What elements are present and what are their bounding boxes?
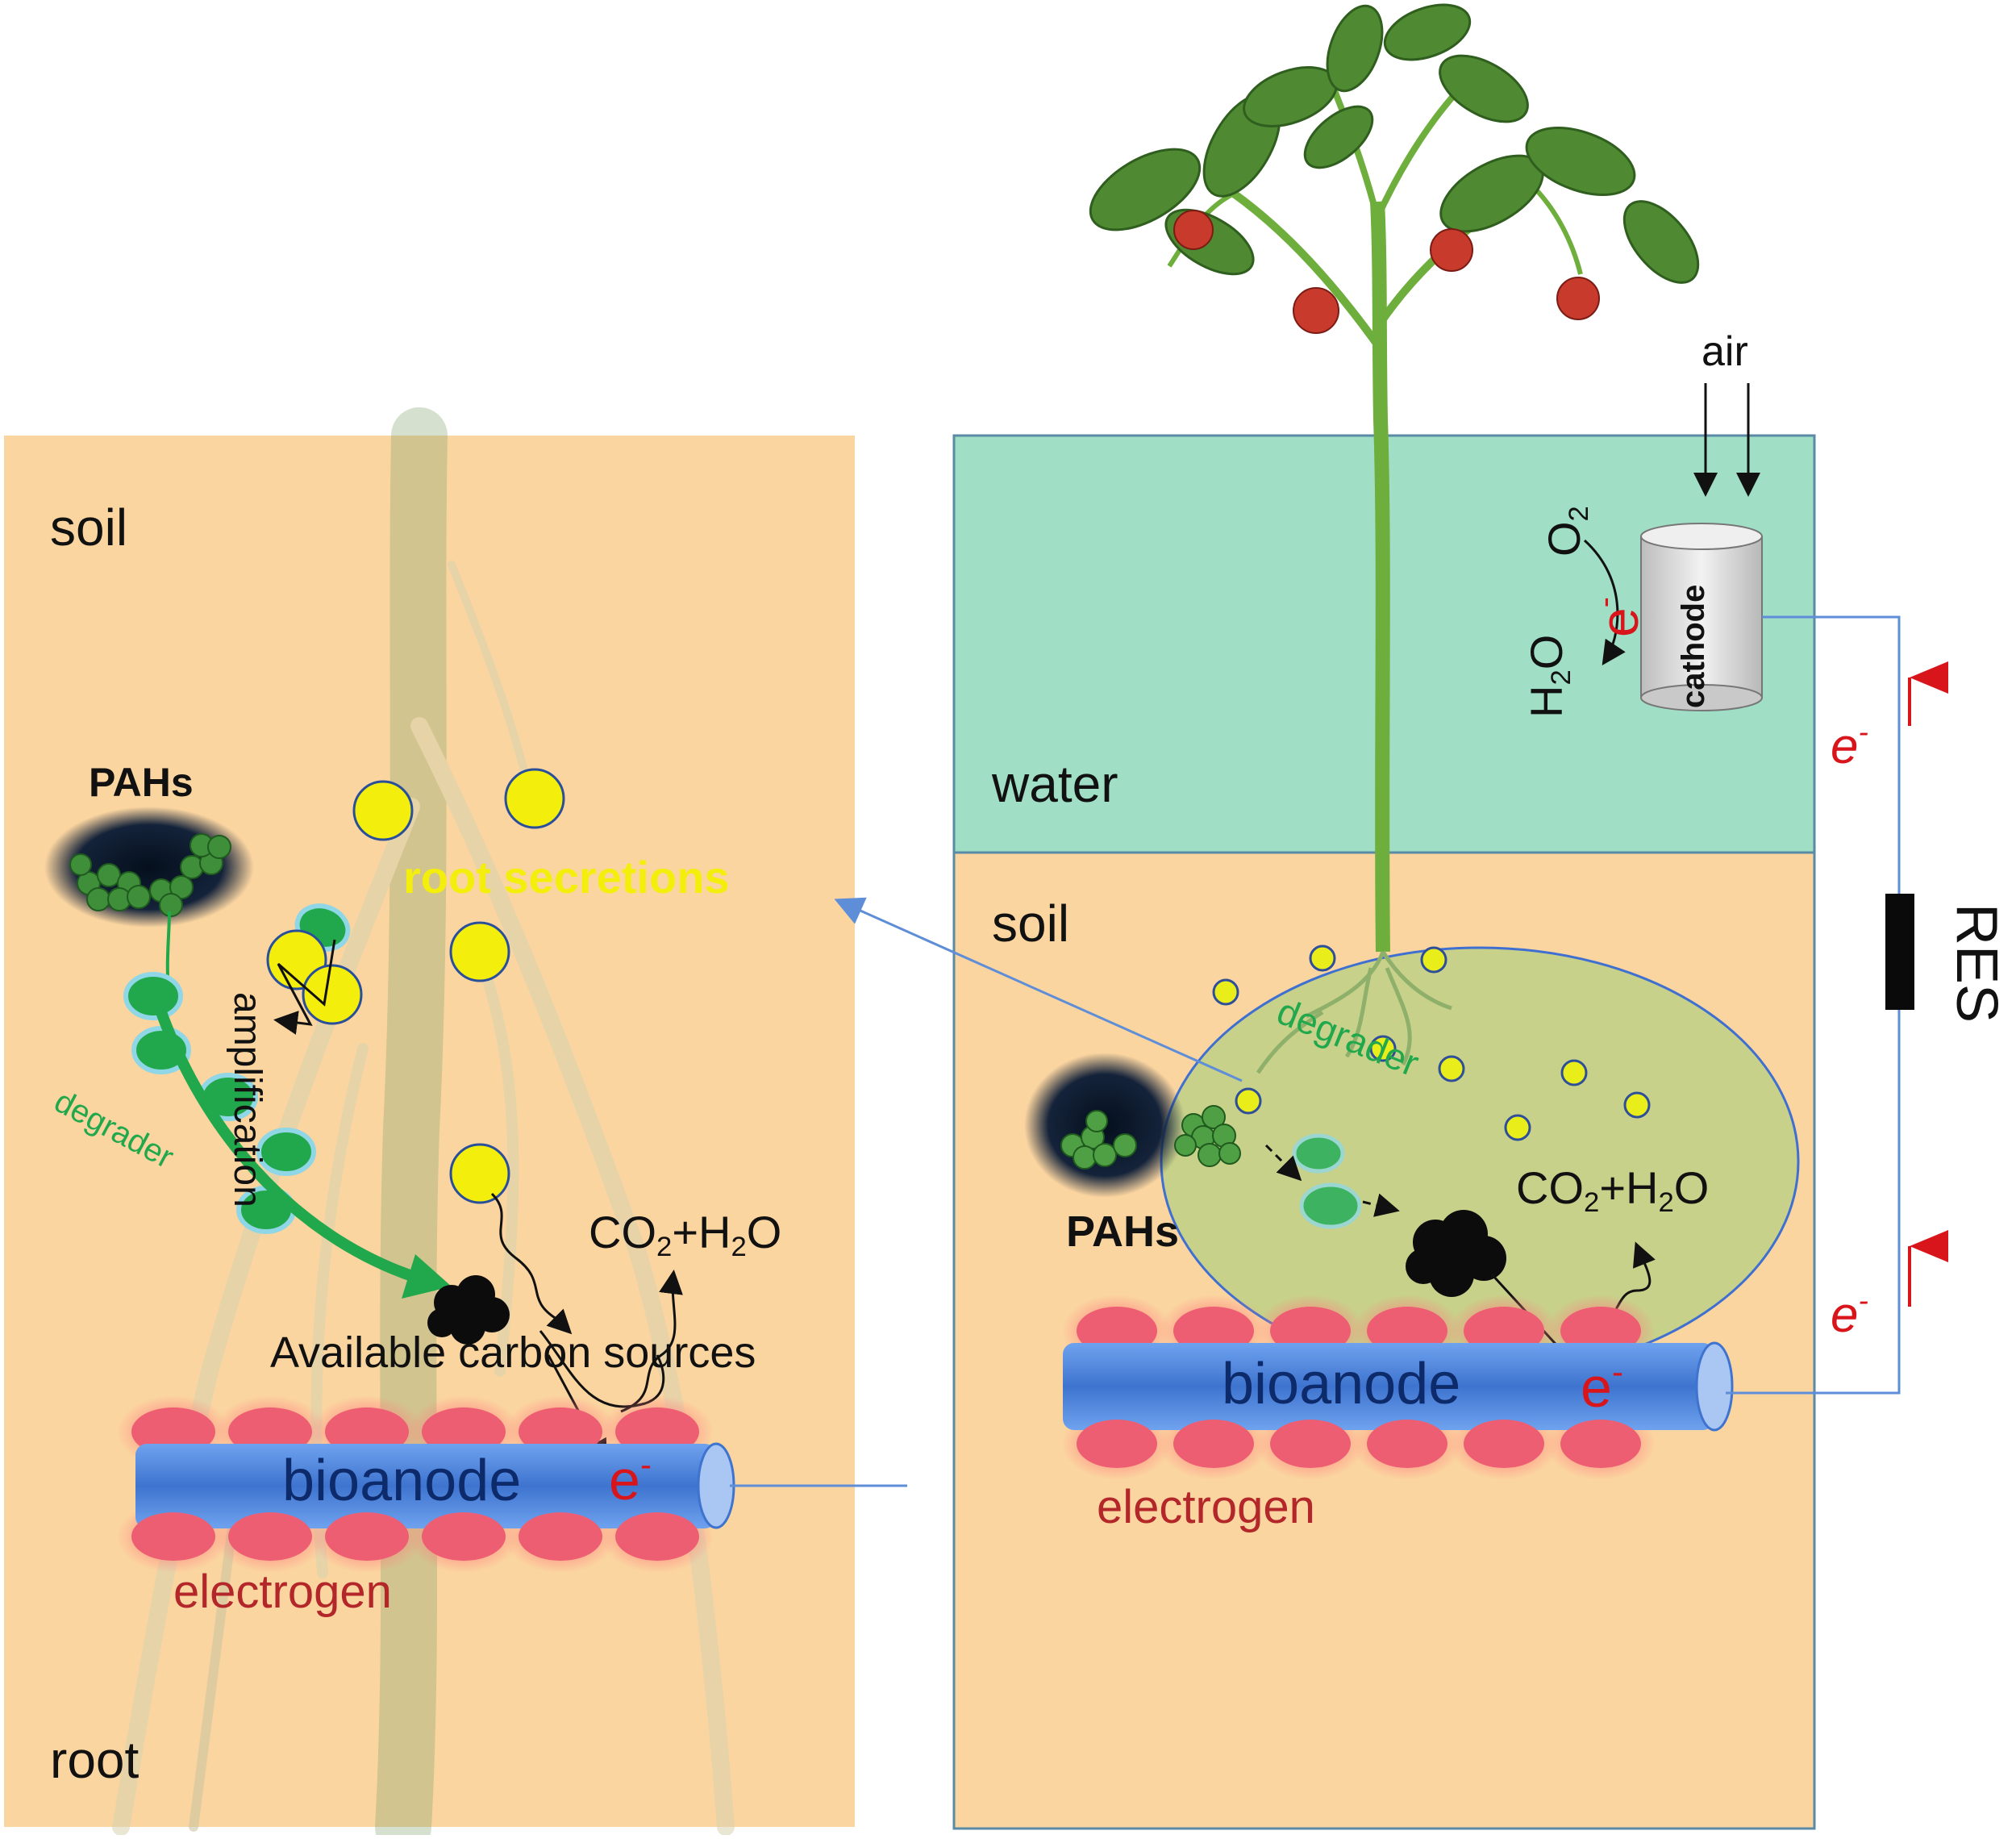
root-secretions-label: root secretions xyxy=(403,852,730,903)
left-electrogen-cell xyxy=(615,1512,699,1561)
plant-leaf xyxy=(1303,105,1374,169)
plant-leaf xyxy=(1622,200,1700,284)
left-products-label: CO2+H2O xyxy=(589,1207,782,1262)
tomato-fruit xyxy=(1430,228,1473,272)
left-wavy-arrow-co2 xyxy=(620,1270,683,1413)
right-secretion-particle xyxy=(1309,945,1336,972)
plant-leaf xyxy=(1383,3,1472,61)
right-degrader-arrow-1 xyxy=(1264,1144,1302,1182)
right-secretion-particle xyxy=(1560,1059,1588,1086)
right-secretion-particle xyxy=(1235,1087,1262,1115)
right-electrogen-cell xyxy=(1173,1420,1254,1468)
plant-leaf xyxy=(1089,148,1202,231)
air-label: air xyxy=(1702,328,1748,375)
right-secretion-particle xyxy=(1504,1114,1531,1141)
right-degrader-cell xyxy=(1292,1133,1345,1174)
left-electrogen-cell xyxy=(519,1512,602,1561)
external-circuit xyxy=(1726,615,1901,1395)
cathode-electron-label: e- xyxy=(1587,597,1649,637)
left-bioanode xyxy=(117,1395,735,1573)
left-amplification-path xyxy=(273,939,336,1035)
tomato-fruit xyxy=(1173,210,1214,250)
left-electron-label: e- xyxy=(609,1445,652,1512)
left-degrader-cell xyxy=(123,972,183,1020)
tomato-fruit xyxy=(1293,287,1339,334)
right-secretions xyxy=(1212,945,1651,1141)
right-bioanode-label: bioanode xyxy=(1222,1352,1461,1416)
right-panel xyxy=(952,3,1948,1830)
cathode xyxy=(1640,523,1763,711)
plant-leaf xyxy=(1525,127,1636,196)
right-electron-label: e- xyxy=(1581,1352,1623,1419)
left-root-strands xyxy=(112,407,735,1839)
circuit-electron-bottom: e- xyxy=(1831,1282,1868,1343)
left-bioanode-label: bioanode xyxy=(282,1449,522,1513)
right-electrogen-cell xyxy=(1077,1420,1157,1468)
right-electrogen-cell xyxy=(1560,1420,1641,1468)
right-electrogen-label: electrogen xyxy=(1097,1481,1315,1533)
left-secretion-particle xyxy=(449,921,510,982)
left-secretions xyxy=(266,768,565,1204)
plant xyxy=(1089,3,1700,953)
circuit-electron-top: e- xyxy=(1831,714,1868,774)
tomato-fruit xyxy=(1556,277,1600,320)
left-electrogen-label: electrogen xyxy=(173,1566,392,1618)
right-degraders xyxy=(1292,1133,1362,1229)
amplification-label: amplification xyxy=(226,992,269,1207)
left-panel xyxy=(4,407,855,1839)
left-secretion-particle xyxy=(352,780,414,841)
left-degrader-cell xyxy=(256,1128,316,1176)
right-roots xyxy=(1256,950,1452,1074)
right-electrogen-cell xyxy=(1367,1420,1447,1468)
left-wavy-arrow-carbon xyxy=(490,1192,573,1335)
left-secretion-particle xyxy=(504,768,565,829)
right-secretion-particle xyxy=(1438,1055,1465,1082)
left-electrogen-cell xyxy=(228,1512,312,1561)
right-soil-label: soil xyxy=(992,894,1070,953)
left-pahs-label: PAHs xyxy=(89,760,194,805)
left-electrogen-cell xyxy=(422,1512,506,1561)
left-soil-background xyxy=(4,436,855,1827)
right-pahs-label: PAHs xyxy=(1066,1207,1180,1256)
right-pahs-cluster xyxy=(1024,1053,1241,1198)
h2o-label: H2O xyxy=(1521,634,1577,718)
right-electrogen-cell xyxy=(1270,1420,1351,1468)
left-secretion-particle xyxy=(302,964,363,1025)
right-secretion-particle xyxy=(1212,978,1239,1006)
res-label: RES xyxy=(1944,903,2009,1024)
right-secretion-particle xyxy=(1369,1035,1397,1062)
plant-leaf xyxy=(1439,54,1529,123)
left-degradation-arrow xyxy=(156,1010,422,1284)
left-root-label: root xyxy=(50,1731,140,1789)
right-electrogen-cell xyxy=(1464,1420,1544,1468)
left-secretion-particle xyxy=(449,1143,510,1204)
left-electrogen-cell xyxy=(131,1512,215,1561)
right-degrader-cell xyxy=(1299,1182,1362,1229)
right-degrader-arrow-2 xyxy=(1362,1193,1400,1217)
water-label: water xyxy=(992,755,1118,813)
left-electrogen-cell xyxy=(325,1512,409,1561)
zoom-connector-top xyxy=(834,897,1243,1082)
right-bioanode-tube xyxy=(1063,1343,1714,1430)
plant-leaf xyxy=(1326,4,1384,93)
right-secretion-particle xyxy=(1420,946,1447,974)
right-products-label: CO2+H2O xyxy=(1516,1162,1710,1218)
res-resistor xyxy=(1885,894,1914,1010)
cathode-label: cathode xyxy=(1676,584,1711,708)
left-soil-label: soil xyxy=(50,498,128,557)
right-carbon-blob xyxy=(1406,1210,1506,1297)
right-bioanode xyxy=(1062,1295,1734,1480)
left-carbon-blob xyxy=(427,1275,510,1345)
carbon-sources-label: Available carbon sources xyxy=(270,1328,756,1377)
cathode-reduction-arrow xyxy=(1583,539,1626,665)
left-pahs-cluster xyxy=(44,807,254,997)
right-secretion-particle xyxy=(1623,1091,1651,1119)
o2-label: O2 xyxy=(1539,506,1594,557)
left-degradation-arrowhead xyxy=(402,1254,452,1299)
left-bioanode-tube xyxy=(135,1444,716,1528)
